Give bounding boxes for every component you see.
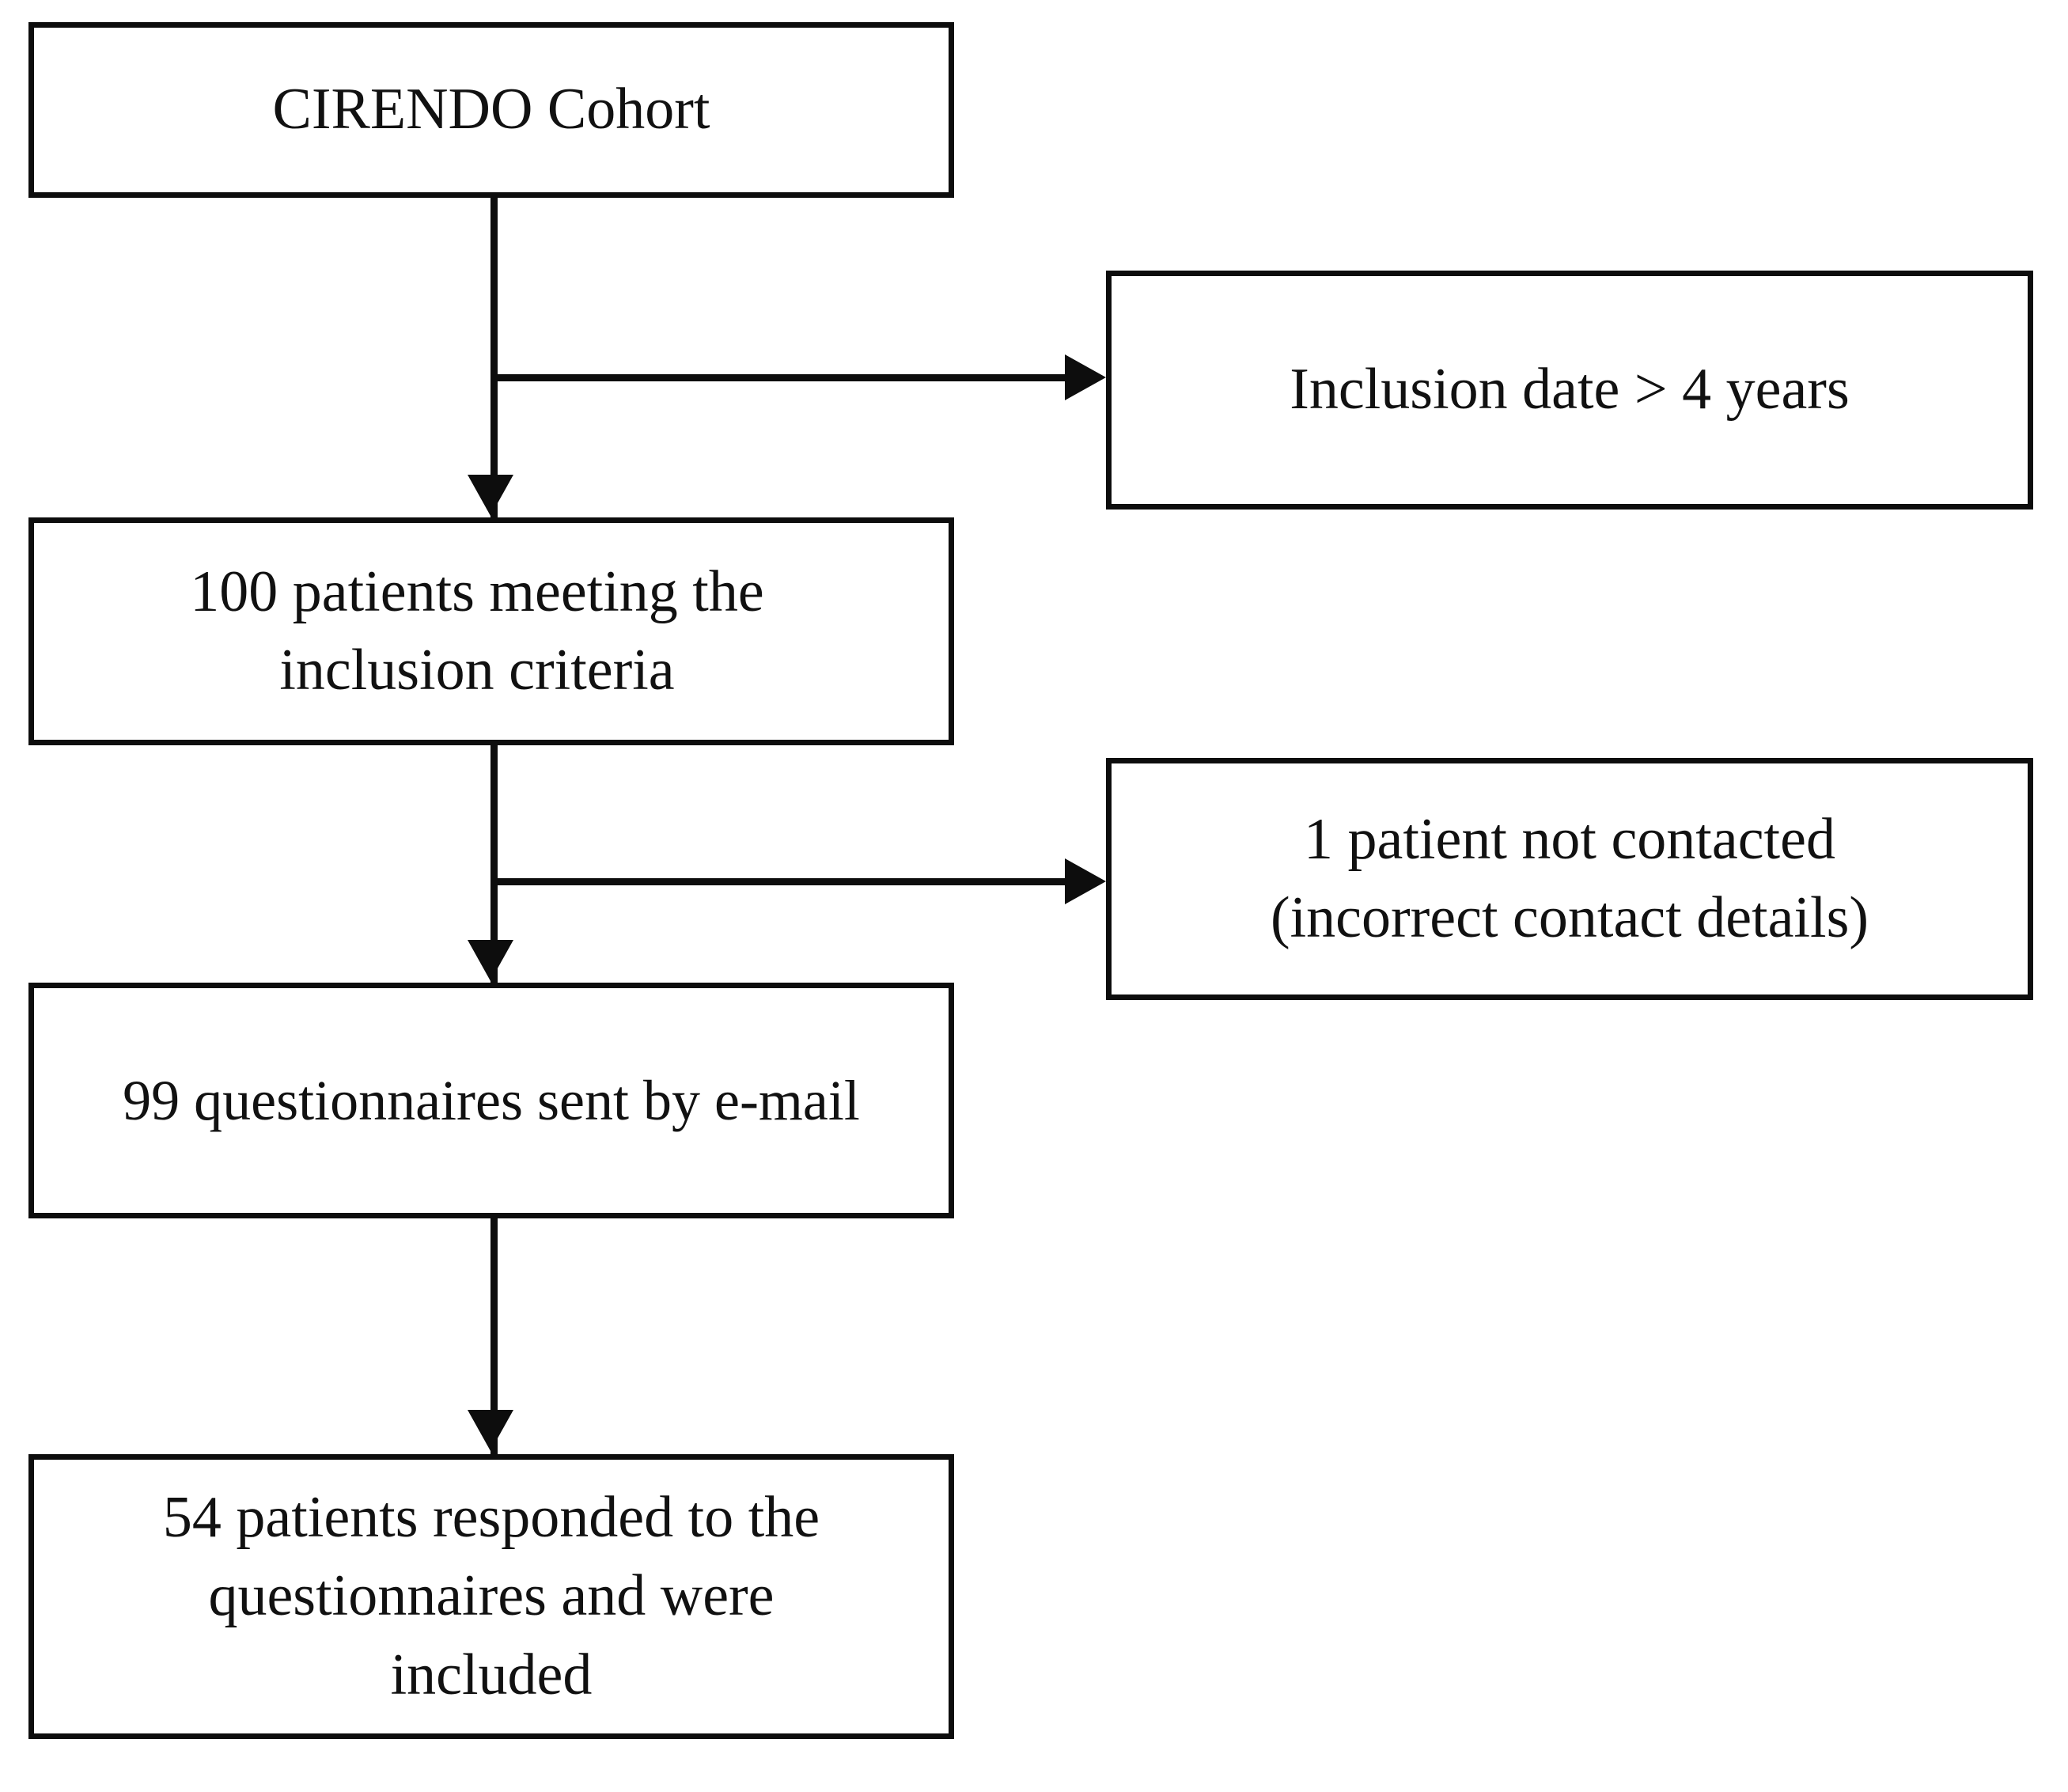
flow-node-eligible-patients: 100 patients meeting the inclusion crite…	[28, 517, 954, 745]
arrow-down-icon	[468, 1410, 513, 1451]
flow-node-label: CIRENDO Cohort	[272, 77, 710, 142]
flow-node-label: 1 patient not contacted (incorrect conta…	[1270, 806, 1869, 950]
flow-node-inclusion-date-exclusion: Inclusion date > 4 years	[1106, 271, 2033, 510]
arrow-right-icon	[1065, 354, 1106, 400]
arrow-down-icon	[468, 475, 513, 516]
arrow-right-icon	[1065, 858, 1106, 904]
flow-node-label: 99 questionnaires sent by e-mail	[123, 1068, 860, 1132]
connector-eligible-to-sent-line	[490, 745, 498, 987]
flow-node-label: 54 patients responded to the questionnai…	[162, 1485, 820, 1707]
flow-node-questionnaires-sent: 99 questionnaires sent by e-mail	[28, 983, 954, 1218]
connector-sent-to-responded-line	[490, 1218, 498, 1457]
flow-node-label: Inclusion date > 4 years	[1290, 357, 1850, 422]
connector-eligible-to-excluded-contact-line	[490, 878, 1068, 885]
flow-node-label: 100 patients meeting the inclusion crite…	[190, 559, 764, 703]
connector-cohort-to-eligible-line	[490, 198, 498, 522]
flow-node-responded-included: 54 patients responded to the questionnai…	[28, 1454, 954, 1739]
connector-cohort-to-excluded-date-line	[490, 374, 1068, 381]
flow-node-not-contacted-exclusion: 1 patient not contacted (incorrect conta…	[1106, 758, 2033, 1000]
flow-node-cirendo-cohort: CIRENDO Cohort	[28, 22, 954, 198]
arrow-down-icon	[468, 940, 513, 981]
